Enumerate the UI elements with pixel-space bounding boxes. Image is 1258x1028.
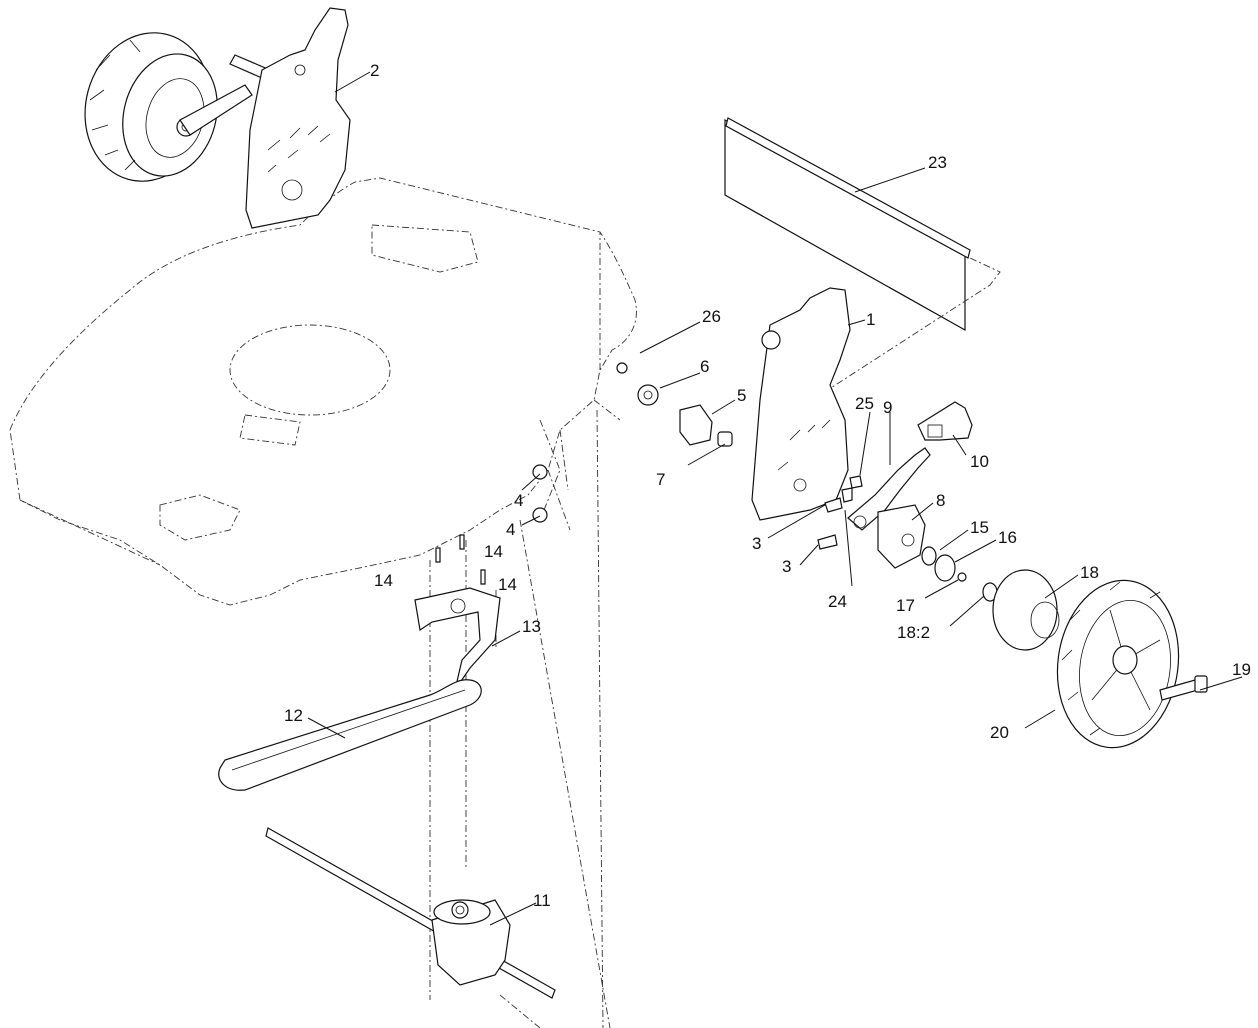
callout-8: 8 bbox=[936, 491, 945, 510]
callout-7: 7 bbox=[656, 470, 665, 489]
callout-2: 2 bbox=[370, 61, 379, 80]
callout-14c: 14 bbox=[498, 575, 517, 594]
callout-6: 6 bbox=[700, 357, 709, 376]
callout-5: 5 bbox=[737, 386, 746, 405]
rear-wheel-left bbox=[84, 32, 272, 182]
rear-flap bbox=[724, 117, 1001, 396]
callout-14b: 14 bbox=[374, 571, 393, 590]
hardware bbox=[435, 362, 863, 585]
callout-12: 12 bbox=[284, 706, 303, 725]
transmission bbox=[265, 827, 556, 999]
callout-24: 24 bbox=[828, 592, 847, 611]
callout-23: 23 bbox=[928, 153, 947, 172]
callout-15: 15 bbox=[970, 518, 989, 537]
callout-3b: 3 bbox=[782, 557, 791, 576]
callout-13: 13 bbox=[522, 617, 541, 636]
callout-18-2: 18:2 bbox=[897, 623, 930, 642]
drive-belt bbox=[218, 679, 482, 791]
callout-25: 25 bbox=[855, 394, 874, 413]
height-adjust-lever bbox=[847, 401, 973, 531]
callout-19: 19 bbox=[1232, 660, 1251, 679]
callout-3a: 3 bbox=[752, 534, 761, 553]
callout-14a: 14 bbox=[484, 542, 503, 561]
callout-16: 16 bbox=[998, 528, 1017, 547]
height-adjust-bracket-left bbox=[245, 7, 351, 229]
pivot-plate bbox=[877, 504, 998, 602]
callout-26: 26 bbox=[702, 307, 721, 326]
callout-11: 11 bbox=[533, 891, 551, 910]
callout-17: 17 bbox=[896, 596, 915, 615]
callout-labels: 2 23 26 1 6 5 25 9 10 7 8 4 4 3 3 15 16 … bbox=[284, 61, 1251, 910]
callout-18: 18 bbox=[1080, 563, 1099, 582]
callout-1: 1 bbox=[866, 310, 875, 329]
height-adjust-bracket-right bbox=[751, 287, 851, 521]
callout-9: 9 bbox=[883, 398, 892, 417]
callout-10: 10 bbox=[970, 452, 989, 471]
callout-20: 20 bbox=[990, 723, 1009, 742]
drive-wheel bbox=[992, 569, 1208, 749]
leader-lines bbox=[307, 71, 1243, 926]
callout-4a: 4 bbox=[514, 491, 523, 510]
belt-bracket bbox=[414, 587, 501, 691]
callout-4b: 4 bbox=[506, 520, 515, 539]
